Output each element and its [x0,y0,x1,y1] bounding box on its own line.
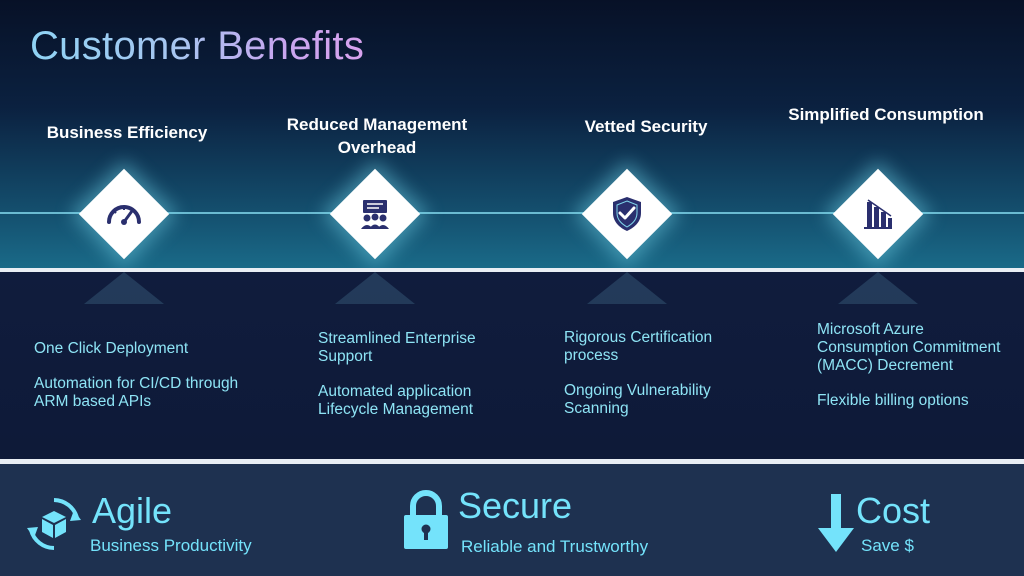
glow-triangle-2 [335,272,415,304]
section-divider-top [0,268,1024,272]
bullet-text: Streamlined Enterprise Support [318,330,476,365]
benefit-bullets-1: One Click Deployment Automation for CI/C… [34,340,244,428]
section-divider-bottom [0,459,1024,464]
bullet-text: Ongoing Vulnerability Scanning [564,382,711,417]
bullet-text: Flexible billing options [817,392,969,409]
shield-check-icon [613,197,641,231]
benefit-heading-vetted-security: Vetted Security [584,117,708,136]
bullet-text: Automation for CI/CD through ARM based A… [34,375,239,410]
bullet-text: One Click Deployment [34,340,189,357]
benefit-heading-simplified-consumption: Simplified Consumption [788,105,984,124]
bullet-text: Rigorous Certification process [564,329,713,364]
middle-band [0,272,1024,459]
pillar-subtitle-secure: Reliable and Trustworthy [461,537,649,556]
rotating-cube-icon [27,498,81,550]
page-title: Customer Benefits [30,24,365,68]
glow-triangle-3 [587,272,667,304]
benefit-heading-business-efficiency: Business Efficiency [46,123,208,142]
benefit-bullets-2: Streamlined Enterprise Support Automated… [318,330,488,436]
speedometer-icon [107,205,141,225]
pillar-subtitle-agile: Business Productivity [90,536,252,555]
down-arrow-icon [818,494,854,552]
glow-triangle-1 [84,272,164,304]
team-presentation-icon [361,200,389,229]
bottom-band [0,464,1024,576]
benefit-bullets-4: Microsoft Azure Consumption Commitment (… [817,321,1007,427]
padlock-icon [404,490,448,549]
bullet-text: Microsoft Azure Consumption Commitment (… [817,321,1001,374]
bullet-text: Automated application Lifecycle Manageme… [318,383,474,418]
benefit-heading-reduced-management-overhead: Reduced Management Overhead [286,115,468,157]
pillar-title-agile: Agile [92,490,173,531]
pillar-title-cost: Cost [856,490,931,531]
benefit-bullets-3: Rigorous Certification process Ongoing V… [564,329,744,435]
pillar-subtitle-cost: Save $ [861,536,914,555]
pillar-title-secure: Secure [458,485,573,526]
timeline-line [0,212,1024,214]
glow-triangle-4 [838,272,918,304]
bar-chart-decrease-icon [864,199,892,229]
